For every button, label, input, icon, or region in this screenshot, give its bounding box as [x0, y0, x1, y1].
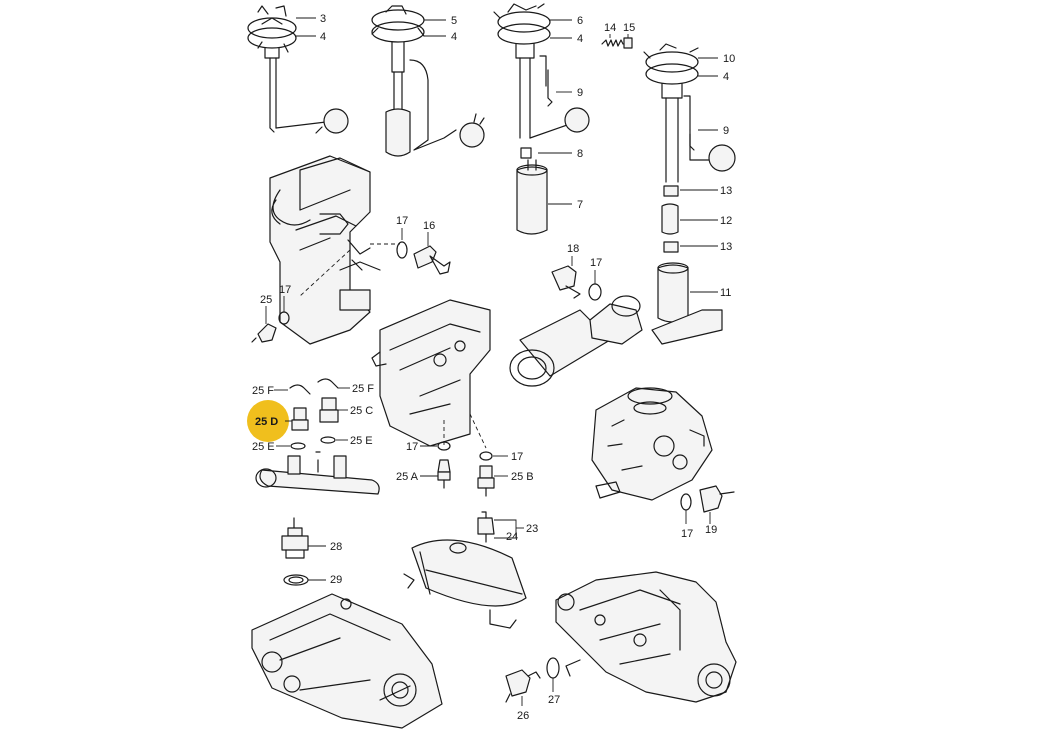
temperature-sensor-25d: [291, 407, 309, 431]
seal-ring-17f: [680, 493, 692, 511]
callout-12: 12: [720, 215, 732, 227]
callout-25e-left: 25 E: [252, 441, 275, 453]
sensor-25a: [437, 459, 451, 489]
seal-ring-25e-right: [320, 436, 336, 444]
callout-17c: 17: [279, 284, 291, 296]
seal-ring-27: [546, 657, 560, 679]
temperature-sensor-25c: [319, 397, 339, 423]
callout-27: 27: [548, 694, 560, 706]
callout-25a: 25 A: [396, 471, 419, 483]
callout-10: 10: [723, 53, 735, 65]
callout-4b: 4: [451, 31, 457, 43]
callout-18: 18: [567, 243, 579, 255]
callout-15: 15: [623, 22, 635, 34]
transmission-case: [251, 593, 443, 729]
callout-17a: 17: [396, 215, 408, 227]
callout-25: 25: [260, 294, 272, 306]
sensor-25: [251, 323, 277, 343]
sender-26: [505, 669, 541, 703]
fuel-level-sender-3: [247, 5, 349, 134]
callout-5: 5: [451, 15, 457, 27]
callout-17f: 17: [681, 528, 693, 540]
callout-25f-left: 25 F: [252, 385, 274, 397]
callout-7: 7: [577, 199, 583, 211]
seal-ring-17b: [588, 283, 602, 301]
callout-17b: 17: [590, 257, 602, 269]
oil-filter-housing: [509, 295, 643, 387]
engine-block: [371, 299, 491, 447]
fuel-pump-assembly-10: [643, 43, 736, 345]
callout-29: 29: [330, 574, 342, 586]
callout-25e-right: 25 E: [350, 435, 373, 447]
callout-24: 24: [506, 531, 518, 543]
callout-4d: 4: [723, 71, 729, 83]
switch-28: [281, 517, 309, 559]
coolant-pipe: [255, 451, 380, 495]
clip-25f-right: [317, 378, 339, 389]
callout-9: 9: [577, 87, 583, 99]
callout-19: 19: [705, 524, 717, 536]
callout-8: 8: [577, 148, 583, 160]
callout-23: 23: [526, 523, 538, 535]
callout-13: 13: [720, 185, 732, 197]
seal-ring-17d: [437, 441, 451, 451]
clip-25f-left: [289, 384, 311, 395]
seal-ring-17e: [479, 451, 493, 461]
callout-25c: 25 C: [350, 405, 373, 417]
sender-24: [477, 511, 495, 543]
callout-25f-right: 25 F: [352, 383, 374, 395]
throttle-body: [591, 387, 713, 501]
callout-9b: 9: [723, 125, 729, 137]
callout-11: 11: [720, 287, 731, 299]
temperature-sender-16: [413, 245, 451, 275]
engine-cylinder-head: [269, 155, 381, 345]
highlighted-callout-25d[interactable]: 25 D: [247, 400, 289, 442]
seal-ring-25e-left: [290, 442, 306, 450]
callout-4: 4: [320, 31, 326, 43]
oil-pressure-switch-18: [551, 265, 581, 299]
callout-3: 3: [320, 13, 326, 25]
callout-17e: 17: [511, 451, 523, 463]
fuel-pump-assembly-6: [493, 3, 590, 235]
spring-14: [601, 39, 624, 47]
callout-25b: 25 B: [511, 471, 534, 483]
seal-ring-29: [283, 574, 309, 586]
callout-13b: 13: [720, 241, 732, 253]
expansion-tank: [403, 539, 527, 629]
callout-14: 14: [604, 22, 616, 34]
seal-ring-17a: [396, 241, 408, 259]
differential-housing: [555, 571, 737, 703]
fuel-sender-unit-5: [371, 5, 485, 157]
callout-25d[interactable]: 25 D: [255, 416, 278, 428]
callout-6: 6: [577, 15, 583, 27]
callout-4c: 4: [577, 33, 583, 45]
callout-16: 16: [423, 220, 435, 232]
sensor-25b: [477, 465, 495, 497]
callout-28: 28: [330, 541, 342, 553]
callout-17d: 17: [406, 441, 418, 453]
callout-26: 26: [517, 710, 529, 722]
clip-15: [623, 37, 633, 49]
sensor-19: [699, 485, 735, 513]
